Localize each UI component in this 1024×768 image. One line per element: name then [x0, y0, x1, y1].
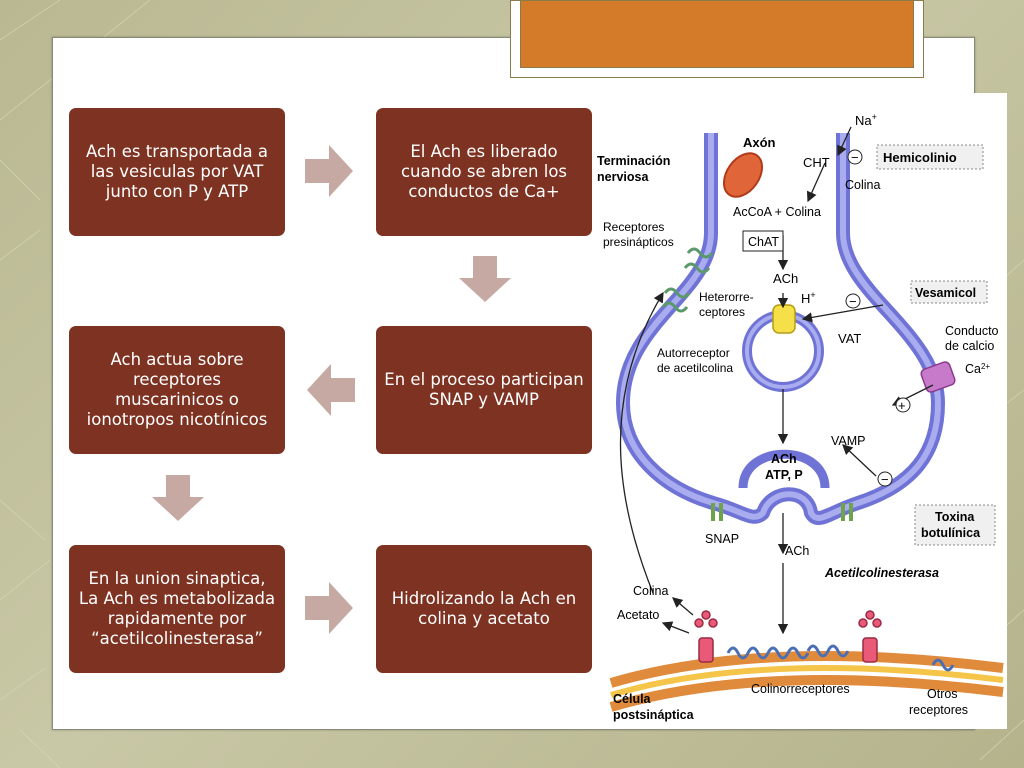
vesamicol-label: Vesamicol [915, 286, 976, 300]
heteroreceptor-label: Heterorre-ceptores [699, 290, 754, 319]
acetylcholinesterase-icon [694, 610, 882, 663]
svg-text:−: − [881, 472, 889, 487]
cholinoreceptors-label: Colinorreceptores [751, 682, 850, 696]
calcium-channel-icon [920, 361, 956, 393]
process-box-1: Ach es transportada a las vesiculas por … [69, 108, 285, 236]
cholinoreceptor-icon [726, 644, 955, 672]
cleft-ach-label: ACh [785, 544, 809, 558]
vat-label: VAT [838, 331, 861, 346]
fusing-vesicle [738, 449, 830, 489]
hemicolinio-label: Hemicolinio [883, 150, 957, 165]
atp-label: ATP, P [765, 468, 803, 482]
proton-label: H+ [801, 290, 816, 306]
cht-label: CHT [803, 155, 830, 170]
acetylcholinesterase-label: Acetilcolinesterasa [824, 566, 939, 580]
process-box-5: En la union sinaptica, La Ach es metabol… [69, 545, 285, 673]
title-accent-bar [520, 1, 914, 68]
minus-icon [847, 149, 863, 165]
vamp-label: VAMP [831, 434, 866, 448]
vesicle-ach-label: ACh [771, 452, 797, 466]
colina-label: Colina [845, 178, 880, 192]
ach-label: ACh [773, 271, 798, 286]
sodium-label: Na+ [855, 112, 877, 128]
chat-label: ChAT [748, 235, 779, 249]
svg-text:+: + [898, 398, 906, 413]
title-placeholder [510, 0, 924, 78]
vat-transporter-icon [772, 304, 796, 334]
svg-text:−: − [851, 150, 859, 165]
calcium-ion-label: Ca2+ [965, 362, 990, 377]
process-box-6: Hidrolizando la Ach en colina y acetato [376, 545, 592, 673]
acetato-label: Acetato [617, 608, 659, 622]
process-box-4: En el proceso participan SNAP y VAMP [376, 326, 592, 454]
colina-product-label: Colina [633, 584, 668, 598]
presynaptic-receptor-icon [683, 247, 714, 274]
arrow-down-icon [152, 475, 204, 521]
arrow-right-icon [305, 145, 353, 197]
snap-protein-icon [711, 503, 853, 521]
mitochondrion-icon [722, 152, 764, 198]
arrow-down-icon [459, 256, 511, 302]
plus-icon [895, 397, 911, 413]
autoreceptor-icon [661, 287, 691, 313]
accoa-label: AcCoA + Colina [733, 205, 821, 219]
process-box-2: El Ach es liberado cuando se abren los c… [376, 108, 592, 236]
axon-label: Axón [743, 135, 776, 150]
arrow-left-icon [307, 364, 355, 416]
arrow-right-icon [305, 582, 353, 634]
process-box-3: Ach actua sobre receptores muscarinicos … [69, 326, 285, 454]
snap-label: SNAP [705, 532, 739, 546]
svg-text:−: − [849, 294, 857, 309]
